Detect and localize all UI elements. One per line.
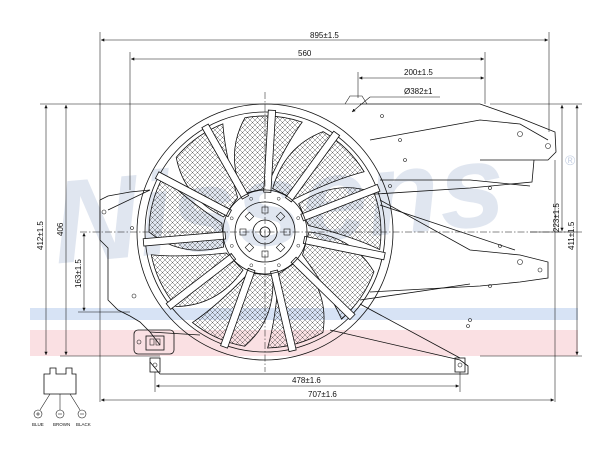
fan-blade [267,259,325,349]
hub-bolt [249,263,254,268]
hub-bolt [276,196,281,201]
watermark-registered-mark: ® [565,152,576,168]
motor-spoke [270,269,297,353]
dimension-labels: 895±1.5 560 200±1.5 Ø382±1 478±1.6 707±1… [36,31,576,399]
dim-left-163: 163±1.5 [74,259,83,288]
dim-right-411: 411±1.5 [567,221,576,250]
hub-bolt [296,243,301,248]
hub-bolt [249,197,253,201]
pin-black [77,409,87,419]
hub-bolt [230,244,234,248]
motor-spokes [142,109,386,353]
motor-spoke [154,171,232,218]
motor-hub-details [229,196,301,268]
extension-lines [40,32,582,402]
dim-left-412: 412±1.5 [36,221,45,250]
dim-diameter: Ø382±1 [404,87,433,96]
fan-blade [298,187,382,251]
motor-spoke [201,123,250,200]
pin-label-blue: BLUE [32,422,44,427]
hub-slot [275,242,286,253]
motor-spoke [220,267,256,349]
motor-spoke [300,183,381,222]
hub-slot [244,211,255,222]
hub-bolt [229,216,234,221]
dim-offset-200: 200±1.5 [404,68,433,77]
hub-slot [275,211,286,222]
dim-frame-width: 560 [298,49,312,58]
shroud-frame [99,95,557,375]
motor-spoke [263,109,277,193]
motor-spoke [284,130,341,203]
pin-blue [33,409,43,419]
motor-spoke [290,256,356,321]
fan-blade [191,272,274,347]
motor-spoke [302,235,386,261]
dim-bottom-478: 478±1.6 [292,376,321,385]
motor-spoke [165,252,237,310]
pin-brown [55,409,65,419]
pin-label-brown: BROWN [53,422,70,427]
pin-label-black: BLACK [76,422,91,427]
hub-bolt [296,216,300,220]
dim-overall-width: 895±1.5 [310,31,339,40]
dim-left-406: 406 [56,222,65,236]
dim-right-223: 223±1.5 [552,203,561,232]
bottom-mount-left [149,357,161,373]
connector-pinout: BLUE BROWN BLACK [32,367,91,427]
dimension-lines [44,38,579,402]
motor-spoke [142,231,227,247]
hub-slot [244,242,255,253]
shroud-connector [133,329,175,355]
fan [136,103,394,361]
hub-bolt [277,263,281,267]
dim-bottom-707: 707±1.6 [308,390,337,399]
